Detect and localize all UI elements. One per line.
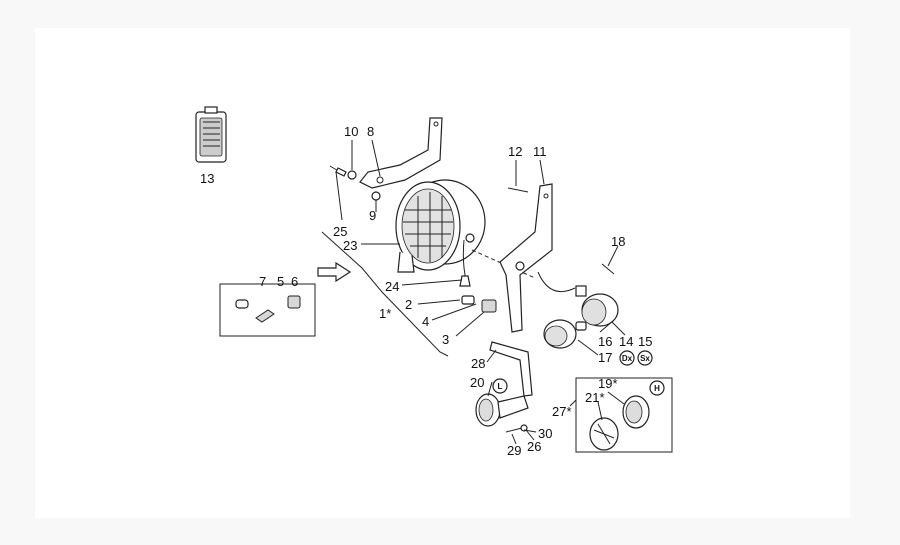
label-20: 20 bbox=[470, 375, 484, 390]
svg-text:Dx: Dx bbox=[622, 354, 633, 363]
svg-text:H: H bbox=[654, 384, 660, 393]
socket-part-6 bbox=[287, 295, 301, 309]
horn-part-19 bbox=[622, 395, 650, 429]
nut-part-9 bbox=[371, 191, 381, 201]
badge-dx: Dx bbox=[619, 350, 635, 366]
label-12: 12 bbox=[508, 144, 522, 159]
label-1: 1* bbox=[379, 306, 391, 321]
badge-h: H bbox=[649, 380, 665, 396]
label-2: 2 bbox=[405, 297, 412, 312]
headlight-part-23 bbox=[395, 179, 486, 273]
label-10: 10 bbox=[344, 124, 358, 139]
washer-part-10 bbox=[347, 170, 357, 180]
diagram-sheet bbox=[35, 28, 850, 518]
label-21: 21* bbox=[585, 390, 605, 405]
screw-part-29 bbox=[505, 427, 523, 433]
label-4: 4 bbox=[422, 314, 429, 329]
part-labels: 13 10 8 9 25 23 24 2 1* 4 3 7 5 6 12 11 … bbox=[200, 124, 652, 458]
label-28: 28 bbox=[471, 356, 485, 371]
label-5: 5 bbox=[277, 274, 284, 289]
arrow-icon bbox=[317, 261, 352, 283]
reflector-part-13 bbox=[195, 106, 227, 163]
connector-part-24 bbox=[459, 275, 471, 287]
label-17: 17 bbox=[598, 350, 612, 365]
label-23: 23 bbox=[343, 238, 357, 253]
inset-box-bulbs bbox=[219, 283, 316, 337]
turn-signal-part-17 bbox=[543, 319, 587, 349]
label-13: 13 bbox=[200, 171, 214, 186]
label-15: 15 bbox=[638, 334, 652, 349]
label-7: 7 bbox=[259, 274, 266, 289]
screw-part-18 bbox=[601, 263, 615, 275]
label-26: 26 bbox=[527, 439, 541, 454]
label-16: 16 bbox=[598, 334, 612, 349]
inset-box-horn-h: H bbox=[575, 377, 673, 453]
svg-text:L: L bbox=[498, 382, 503, 391]
turn-signal-bracket-part-11 bbox=[499, 183, 553, 333]
label-30: 30 bbox=[538, 426, 552, 441]
label-3: 3 bbox=[442, 332, 449, 347]
label-8: 8 bbox=[367, 124, 374, 139]
label-14: 14 bbox=[619, 334, 633, 349]
screw-part-25 bbox=[329, 165, 347, 177]
screw-part-12 bbox=[507, 187, 529, 193]
horn-part-20 bbox=[475, 393, 529, 427]
label-18: 18 bbox=[611, 234, 625, 249]
horn-cover-part-21 bbox=[589, 417, 619, 451]
label-24: 24 bbox=[385, 279, 399, 294]
headlight-bracket-part-8 bbox=[359, 117, 443, 189]
label-6: 6 bbox=[291, 274, 298, 289]
badge-sx: Sx bbox=[637, 350, 653, 366]
socket-part-3 bbox=[481, 299, 497, 313]
label-9: 9 bbox=[369, 208, 376, 223]
axis-dashed-line bbox=[471, 249, 536, 279]
bulb-part-7 bbox=[235, 299, 249, 309]
label-11: 11 bbox=[533, 144, 547, 159]
label-29: 29 bbox=[507, 443, 521, 458]
label-19: 19* bbox=[598, 376, 618, 391]
turn-signal-part-16 bbox=[537, 271, 619, 327]
label-25: 25 bbox=[333, 224, 347, 239]
group-bracket-part-1 bbox=[321, 231, 449, 357]
label-27: 27* bbox=[552, 404, 572, 419]
washer-part-26 bbox=[520, 424, 528, 432]
leader-lines bbox=[335, 139, 626, 445]
badge-l: L bbox=[492, 378, 508, 394]
bulb-part-5 bbox=[255, 309, 275, 323]
svg-text:Sx: Sx bbox=[640, 354, 650, 363]
bulb-part-2 bbox=[461, 295, 475, 305]
